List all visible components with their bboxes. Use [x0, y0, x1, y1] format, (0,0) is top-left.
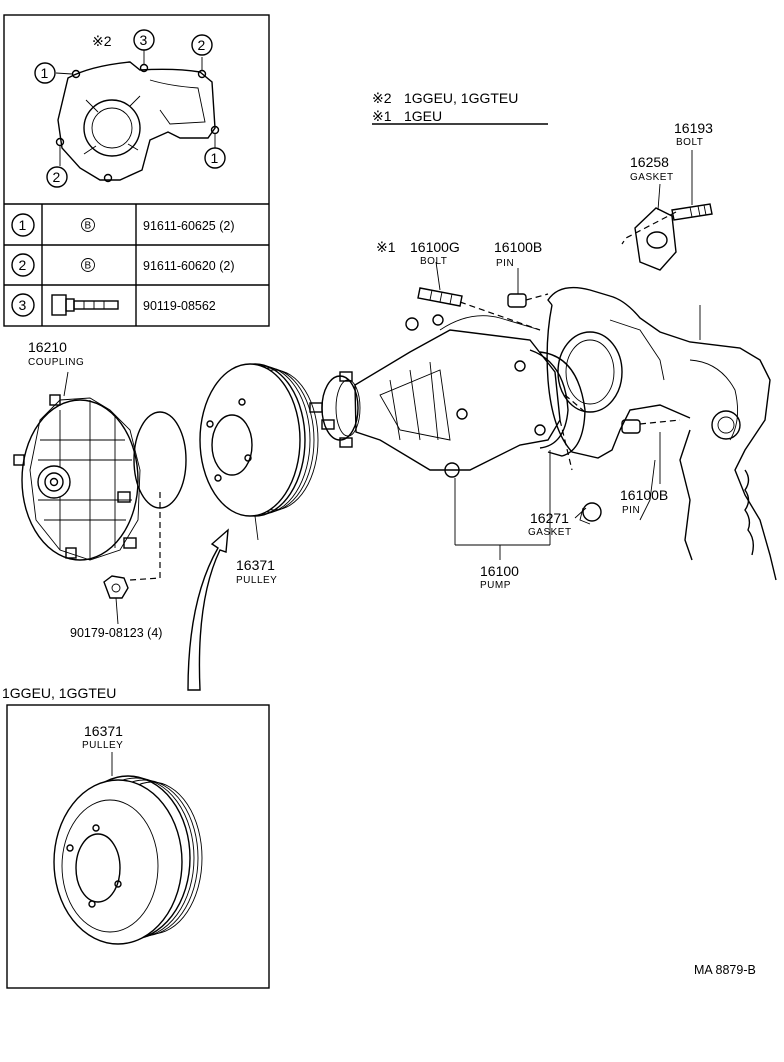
note1-mark: ※1: [372, 108, 392, 124]
inset-label: 1GGEU, 1GGTEU: [2, 685, 116, 701]
pulley-name: PULLEY: [236, 575, 277, 586]
leader-lines: [454, 183, 661, 560]
callout-circle-1-right: 1: [204, 147, 226, 169]
inset-pulley-name: PULLEY: [82, 740, 123, 751]
gasket-16271-name: GASKET: [528, 527, 572, 538]
callout-circle-1-left: 1: [34, 62, 56, 84]
legend-row-3-num: 3: [19, 297, 27, 313]
pin-right-name: PIN: [622, 505, 640, 516]
legend-box: ※2 3 2 1 1 2 1 B 91611-60625 (2) 2 B 916…: [3, 14, 270, 327]
label-bolt-16100g: ※1 16100G BOLT: [376, 239, 460, 267]
legend-header-mark: ※2: [92, 33, 112, 49]
coupling-num: 16210: [28, 339, 67, 355]
gasket-16258-name: GASKET: [630, 172, 674, 183]
pump-num: 16100: [480, 563, 519, 579]
label-bolt-16193: 16193 BOLT: [674, 120, 713, 148]
svg-text:1: 1: [41, 65, 49, 81]
pin-right-num: 16100B: [620, 487, 668, 503]
pin-16100b-right: [621, 419, 641, 434]
label-pin-16100b-right: 16100B PIN: [620, 487, 668, 516]
bolt-16100g-num: 16100G: [410, 239, 460, 255]
gasket-16271-num: 16271: [530, 510, 569, 526]
water-pump-16100: [309, 314, 569, 478]
svg-text:2: 2: [198, 37, 206, 53]
stud-bolt-16100g: [417, 261, 463, 307]
figure-code: MA 8879-B: [694, 963, 756, 977]
fan-coupling-16210: [13, 371, 187, 561]
label-gasket-16271: 16271 GASKET: [528, 510, 572, 538]
inset-pulley-num: 16371: [84, 723, 123, 739]
assembly-lines: [129, 211, 681, 581]
variant-arrow: [187, 528, 229, 691]
inset-pulley-drawing: [53, 775, 203, 945]
gasket-16271: [539, 351, 602, 525]
flange-bolt-icon: [51, 294, 119, 316]
note2-mark: ※2: [372, 90, 392, 106]
nut-90179-08123: [103, 575, 129, 625]
bolt-16193-num: 16193: [674, 120, 713, 136]
legend-row-2-symbol: B: [85, 261, 92, 272]
label-pin-16100b-top: 16100B PIN: [494, 239, 542, 269]
legend-row-1-symbol: B: [85, 221, 92, 232]
bolt-16193-name: BOLT: [676, 137, 703, 148]
legend-row-1-num: 1: [19, 217, 27, 233]
note1-text: 1GEU: [404, 108, 442, 124]
pin-16100b-top: [507, 268, 527, 308]
legend-row-2-part: 91611-60620 (2): [143, 259, 235, 273]
label-coupling-16210: 16210 COUPLING: [28, 339, 84, 368]
gasket-16258-num: 16258: [630, 154, 669, 170]
legend-row-3-part: 90119-08562: [143, 299, 216, 313]
pulley-num: 16371: [236, 557, 275, 573]
label-pump-16100: 16100 PUMP: [480, 563, 519, 591]
callout-circle-3: 3: [133, 29, 155, 51]
bolt-16100g-mark: ※1: [376, 239, 396, 255]
legend-row-3: 3 90119-08562: [11, 293, 216, 317]
svg-text:3: 3: [140, 32, 148, 48]
callout-circle-2-top: 2: [191, 34, 213, 56]
svg-text:2: 2: [53, 169, 61, 185]
nut-part-number: 90179-08123 (4): [70, 626, 162, 640]
legend-row-1: 1 B 91611-60625 (2): [11, 213, 235, 237]
inset-variant-box: 1GGEU, 1GGTEU 16371 PULLEY: [2, 685, 270, 989]
label-gasket-16258: 16258 GASKET: [630, 154, 674, 183]
pin-top-num: 16100B: [494, 239, 542, 255]
svg-text:1: 1: [211, 150, 219, 166]
model-notes: ※2 1GGEU, 1GGTEU ※1 1GEU: [372, 90, 548, 125]
pin-top-name: PIN: [496, 258, 514, 269]
stud-bolt-16193: [671, 150, 713, 221]
coupling-name: COUPLING: [28, 357, 84, 368]
note2-text: 1GGEU, 1GGTEU: [404, 90, 518, 106]
pump-flange-sketch: [55, 50, 220, 183]
legend-row-2: 2 B 91611-60620 (2): [11, 253, 235, 277]
legend-row-2-num: 2: [19, 257, 27, 273]
pulley-16371: [199, 363, 319, 541]
gasket-16258: [634, 207, 677, 271]
pump-name: PUMP: [480, 580, 511, 591]
legend-row-1-part: 91611-60625 (2): [143, 219, 235, 233]
label-pulley-16371: 16371 PULLEY: [236, 557, 277, 586]
bolt-16100g-name: BOLT: [420, 256, 447, 267]
callout-circle-2-bottom: 2: [46, 166, 68, 188]
